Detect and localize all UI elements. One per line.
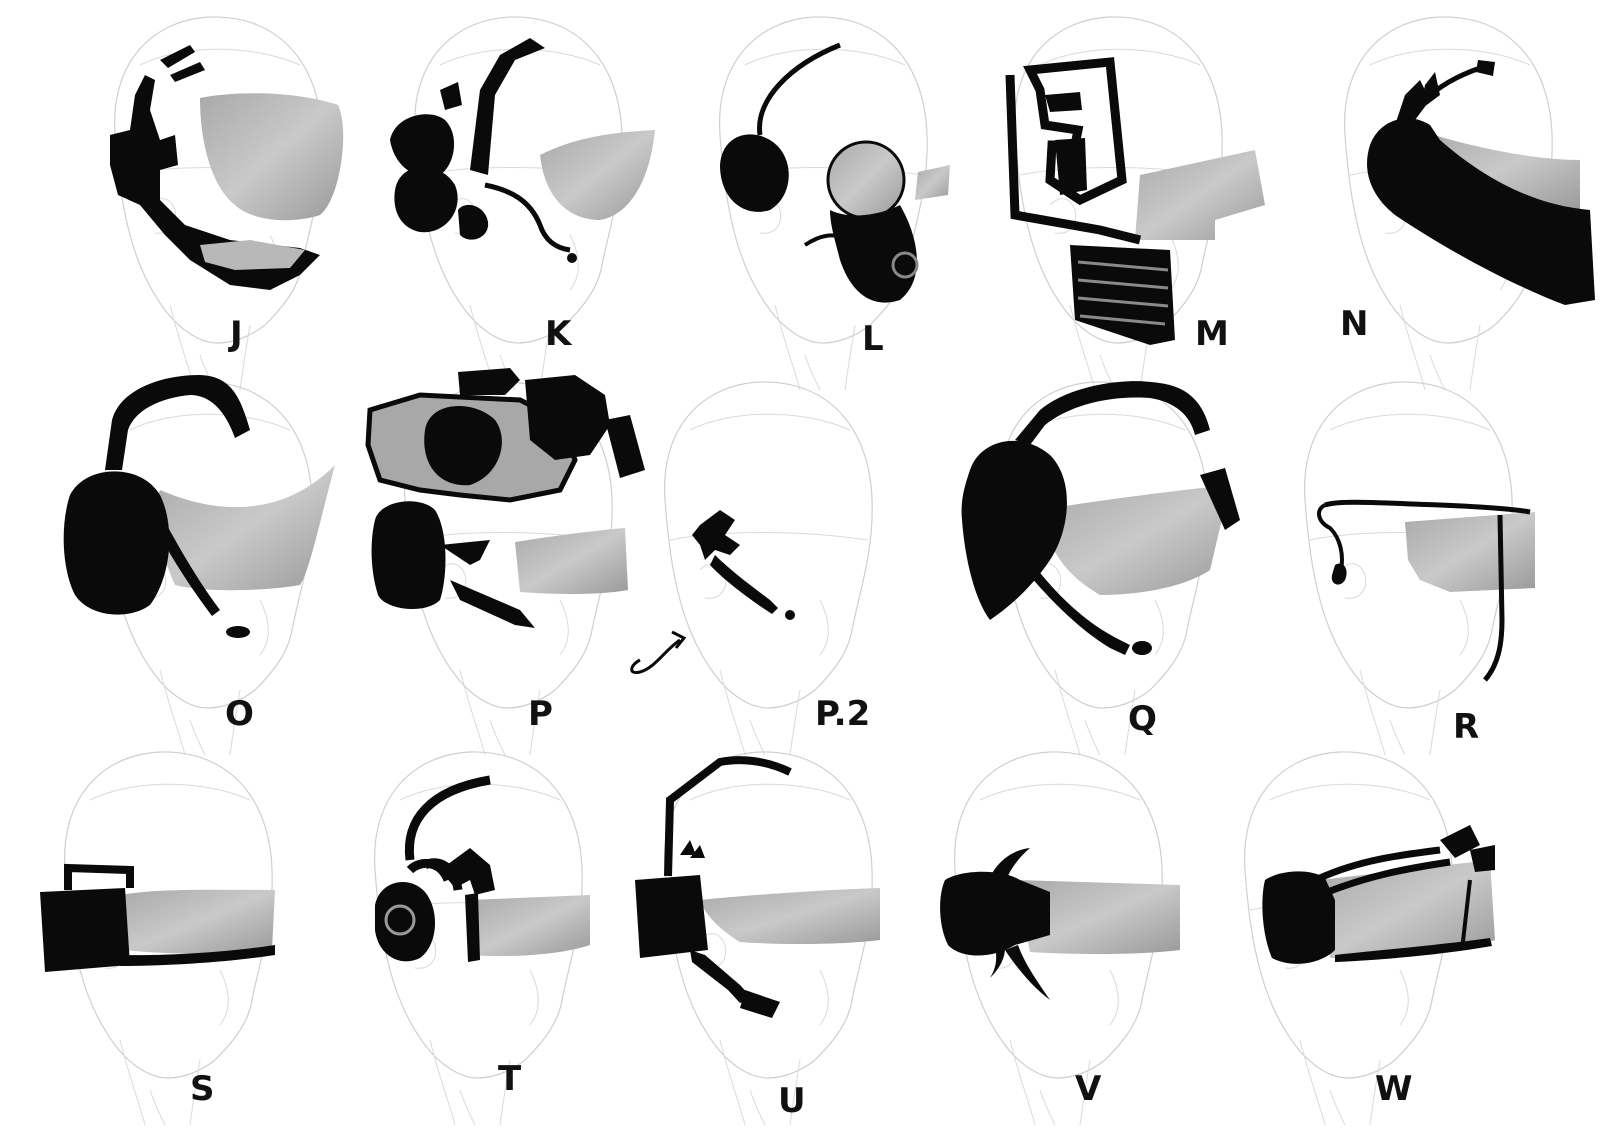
- ear-cup: [63, 471, 170, 615]
- concept-P2: P.2: [630, 381, 873, 756]
- ear-pod-upper: [390, 114, 455, 177]
- concept-J: J: [110, 16, 344, 391]
- visor: [155, 465, 335, 591]
- label-S: S: [190, 1069, 215, 1109]
- arm: [440, 848, 495, 895]
- concept-U: U: [635, 751, 880, 1126]
- concept-Q: Q: [961, 381, 1240, 756]
- label-P: P: [528, 694, 553, 734]
- concept-R: R: [1303, 381, 1535, 756]
- top-arc: [404, 775, 491, 861]
- face-mask: [830, 205, 917, 303]
- coil-ear: [375, 882, 436, 962]
- headband: [105, 375, 250, 470]
- ear-cup: [1262, 871, 1335, 964]
- visor: [470, 895, 590, 957]
- ear-pod: [371, 501, 446, 610]
- ear-clip: [692, 510, 740, 560]
- boom-mic: [690, 950, 752, 1003]
- strap: [1324, 499, 1531, 515]
- visor: [540, 130, 655, 220]
- horn-upper: [990, 848, 1030, 882]
- boom-mic: [484, 182, 571, 253]
- box-frame: [1023, 57, 1127, 206]
- label-V: V: [1075, 1069, 1102, 1109]
- concept-T: T: [373, 751, 590, 1126]
- ear-pod-lower: [394, 166, 458, 233]
- concept-W: W: [1243, 751, 1495, 1126]
- concept-S: S: [40, 751, 275, 1126]
- label-M: M: [1195, 314, 1229, 354]
- label-Q: Q: [1128, 699, 1157, 739]
- ear-piece: [940, 871, 1050, 956]
- visor: [1015, 880, 1180, 955]
- visor: [120, 889, 275, 954]
- visor: [515, 528, 628, 595]
- face-wrap: [1367, 118, 1595, 305]
- boom-mic: [710, 555, 778, 614]
- label-T: T: [498, 1059, 522, 1099]
- top-pod: [424, 406, 502, 486]
- antenna: [1423, 65, 1481, 102]
- concept-L: L: [718, 16, 950, 391]
- label-R: R: [1453, 707, 1479, 747]
- concept-V: V: [940, 751, 1180, 1126]
- label-J: J: [228, 314, 243, 354]
- visor: [1135, 150, 1265, 240]
- straps: [1318, 846, 1451, 897]
- ear-cup: [720, 134, 789, 212]
- concept-K: K: [390, 16, 655, 391]
- ear-box: [40, 888, 130, 972]
- concept-N: N: [1340, 16, 1595, 391]
- ribbed-collar: [1070, 245, 1175, 345]
- side-shell: [961, 440, 1067, 620]
- label-N: N: [1340, 304, 1368, 344]
- ear-cup: [635, 875, 708, 958]
- label-L: L: [862, 319, 884, 359]
- label-O: O: [225, 694, 254, 734]
- concept-P: P: [365, 368, 645, 756]
- visor: [200, 93, 344, 221]
- label-K: K: [545, 314, 573, 354]
- label-U: U: [778, 1081, 806, 1121]
- sketch-arrow: [630, 630, 687, 675]
- label-P2: P.2: [815, 694, 870, 734]
- headband: [1015, 381, 1210, 445]
- visor: [700, 888, 880, 945]
- band: [120, 945, 275, 966]
- eye-lens: [826, 140, 906, 220]
- goggles: [1320, 860, 1495, 959]
- visor: [1040, 485, 1230, 595]
- label-W: W: [1375, 1069, 1413, 1109]
- ear-wire: [1317, 503, 1344, 576]
- concept-O: O: [63, 375, 335, 756]
- visor: [915, 165, 950, 200]
- antenna: [664, 756, 792, 877]
- concept-M: M: [1005, 16, 1265, 391]
- eye-patch: [1405, 512, 1535, 592]
